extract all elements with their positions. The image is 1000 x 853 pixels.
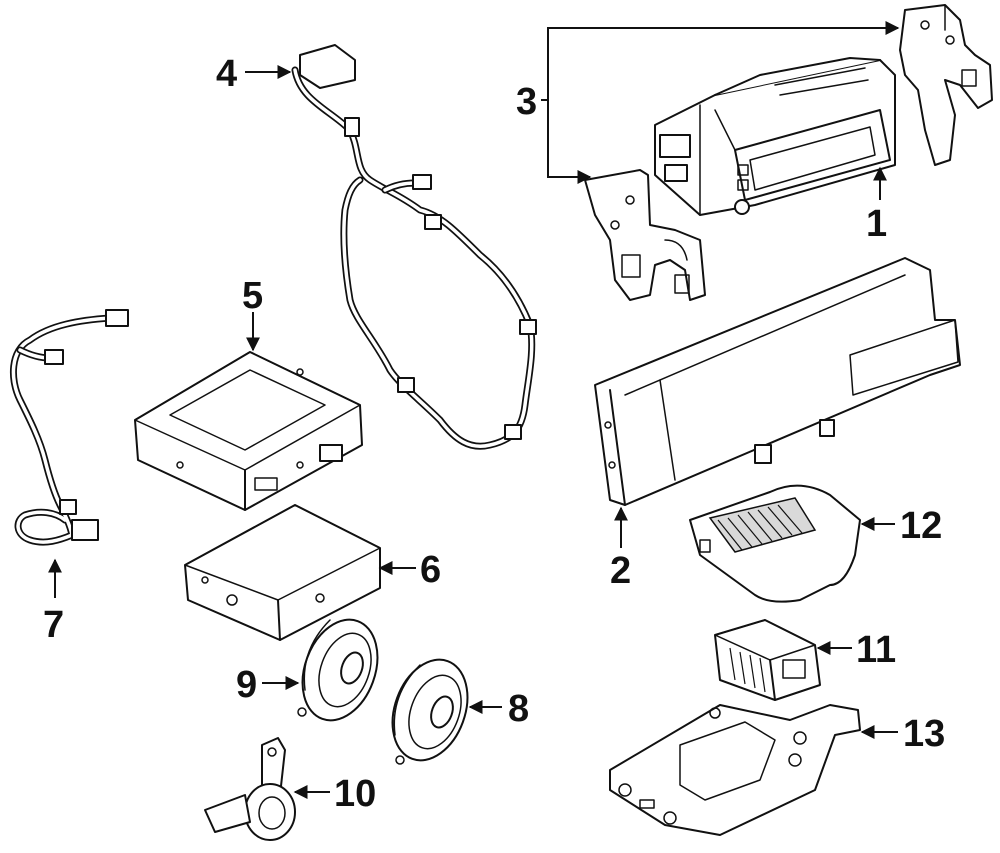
part-2-display-unit[interactable] bbox=[594, 257, 961, 506]
part-3-bracket-left[interactable] bbox=[584, 169, 706, 301]
leader-lines bbox=[48, 21, 900, 799]
callout-10: 10 bbox=[334, 773, 376, 815]
callout-13: 13 bbox=[903, 713, 945, 755]
callout-6: 6 bbox=[420, 549, 441, 591]
part-3-bracket-right[interactable] bbox=[899, 4, 993, 166]
part-13-mounting-plate[interactable] bbox=[609, 704, 861, 836]
callout-2: 2 bbox=[610, 550, 631, 592]
part-4-harness[interactable] bbox=[291, 44, 537, 450]
callout-8: 8 bbox=[508, 688, 529, 730]
part-1-head-unit[interactable] bbox=[654, 57, 896, 216]
part-8-speaker[interactable] bbox=[379, 649, 480, 771]
part-6-control-module[interactable] bbox=[184, 504, 381, 641]
part-5-control-unit[interactable] bbox=[134, 351, 363, 511]
callout-3: 3 bbox=[516, 81, 537, 123]
callout-7: 7 bbox=[43, 604, 64, 646]
callout-12: 12 bbox=[900, 505, 942, 547]
callout-9: 9 bbox=[236, 664, 257, 706]
callout-11: 11 bbox=[856, 629, 896, 671]
part-9-speaker[interactable] bbox=[289, 609, 390, 731]
part-11-amplifier[interactable] bbox=[714, 619, 821, 701]
callout-5: 5 bbox=[242, 275, 263, 317]
callout-4: 4 bbox=[216, 53, 237, 95]
part-12-cover[interactable] bbox=[689, 484, 861, 603]
callout-1: 1 bbox=[866, 203, 887, 245]
part-7-harness[interactable] bbox=[9, 309, 129, 546]
part-10-tweeter[interactable] bbox=[204, 737, 296, 841]
